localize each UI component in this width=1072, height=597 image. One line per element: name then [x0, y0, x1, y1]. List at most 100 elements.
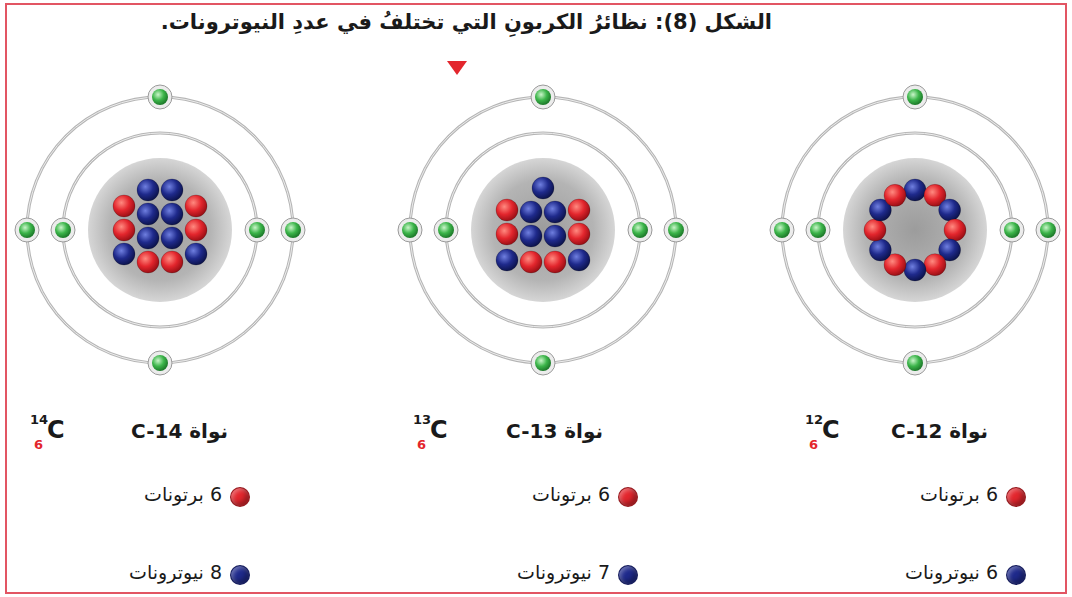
electron [19, 222, 35, 238]
atomic-number: 6 [34, 438, 43, 453]
atomic-number: 6 [809, 438, 818, 453]
neutron [137, 227, 159, 249]
neutron [185, 243, 207, 265]
proton [544, 251, 566, 273]
atomic-number: 6 [417, 438, 426, 453]
electron-ring [664, 218, 688, 242]
legend-swatch [230, 487, 250, 507]
electron-ring [770, 218, 794, 242]
electron [774, 222, 790, 238]
electron-ring [628, 218, 652, 242]
neutron [544, 201, 566, 223]
nucleus-name: نواة C-14 [131, 420, 228, 443]
electron [285, 222, 301, 238]
legend-text: 6 برتونات [920, 484, 998, 506]
element-symbol: C [430, 417, 448, 445]
electron-orbit [410, 97, 676, 363]
electron-ring [903, 85, 927, 109]
electron [438, 222, 454, 238]
neutron [904, 259, 926, 281]
proton [496, 223, 518, 245]
proton [568, 199, 590, 221]
electron [152, 89, 168, 105]
electron-orbit [818, 133, 1012, 327]
electron-ring [806, 218, 830, 242]
electron-ring [434, 218, 458, 242]
electron [55, 222, 71, 238]
electron-ring [398, 218, 422, 242]
electron-ring [531, 351, 555, 375]
proton [520, 251, 542, 273]
electron [402, 222, 418, 238]
electron-orbit [446, 133, 640, 327]
neutron [520, 225, 542, 247]
neutron [939, 199, 961, 221]
legend-swatch [618, 487, 638, 507]
electron [668, 222, 684, 238]
neutron [520, 201, 542, 223]
electron-ring [148, 85, 172, 109]
neutron [137, 179, 159, 201]
electron [249, 222, 265, 238]
legend-text: 6 نيوترونات [905, 562, 998, 584]
neutron [904, 179, 926, 201]
electron-orbit [27, 97, 293, 363]
neutron [869, 239, 891, 261]
nucleus-cloud [471, 158, 615, 302]
electron [535, 89, 551, 105]
legend-swatch [1006, 565, 1026, 585]
carbon-atom [398, 85, 688, 375]
proton [113, 219, 135, 241]
electron-ring [531, 85, 555, 109]
proton [161, 251, 183, 273]
electron-orbit [782, 97, 1048, 363]
proton [864, 219, 886, 241]
neutron [137, 203, 159, 225]
nucleus-name: نواة C-12 [891, 420, 988, 443]
neutron [161, 179, 183, 201]
mass-number: 13 [413, 413, 431, 428]
electron-ring [903, 351, 927, 375]
electron-orbit [446, 133, 640, 327]
legend-swatch [230, 565, 250, 585]
frame [6, 4, 1066, 593]
legend-text: 8 نيوترونات [129, 562, 222, 584]
proton [137, 251, 159, 273]
neutron [113, 243, 135, 265]
element-symbol: C [822, 417, 840, 445]
electron [1004, 222, 1020, 238]
proton [924, 254, 946, 276]
electron-orbit [818, 133, 1012, 327]
electron-ring [245, 218, 269, 242]
mass-number: 14 [30, 413, 48, 428]
electron-ring [148, 351, 172, 375]
electron [907, 89, 923, 105]
carbon-atom [770, 85, 1060, 375]
electron-orbit [410, 97, 676, 363]
proton [496, 199, 518, 221]
proton [185, 195, 207, 217]
electron-orbit [27, 97, 293, 363]
neutron [532, 177, 554, 199]
electron [632, 222, 648, 238]
carbon-atom [15, 85, 305, 375]
electron-ring [1000, 218, 1024, 242]
neutron [161, 227, 183, 249]
legend-text: 6 برتونات [532, 484, 610, 506]
electron-orbit [63, 133, 257, 327]
proton [944, 219, 966, 241]
proton [185, 219, 207, 241]
legend-swatch [618, 565, 638, 585]
electron-orbit [782, 97, 1048, 363]
neutron [496, 249, 518, 271]
marker-triangle [447, 61, 467, 75]
electron [152, 355, 168, 371]
electron-ring [1036, 218, 1060, 242]
nucleus-cloud [843, 158, 987, 302]
proton [568, 223, 590, 245]
electron-ring [15, 218, 39, 242]
neutron [544, 225, 566, 247]
electron-orbit [63, 133, 257, 327]
